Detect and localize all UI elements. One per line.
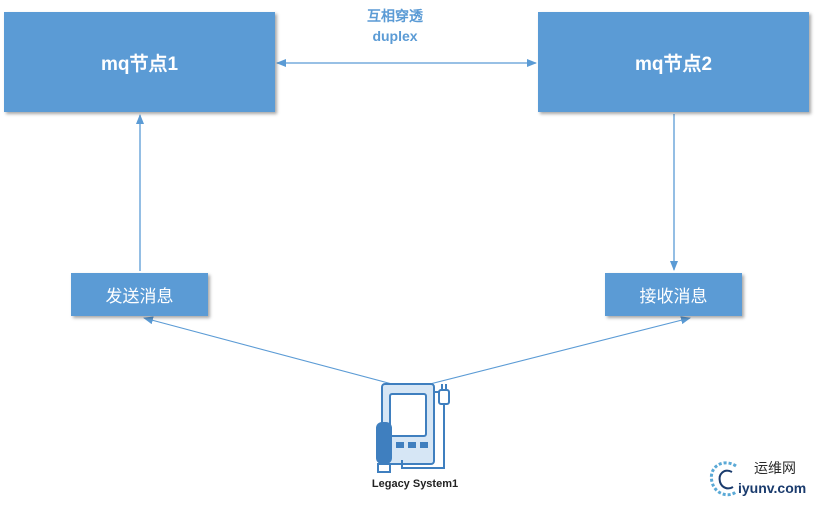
watermark-en-text: iyunv.com [738, 480, 807, 496]
send-message-label: 发送消息 [105, 287, 174, 306]
legacy-to-receive-arrow [429, 316, 691, 385]
legacy-system-label: Legacy System1 [371, 478, 459, 490]
mq-node-2-label: mq节点2 [634, 53, 713, 75]
legacy-device-icon [376, 383, 450, 473]
duplex-label-en: duplex [372, 28, 418, 44]
receive-message-box[interactable]: 接收消息 [605, 273, 742, 316]
legacy-to-send-arrow [143, 316, 393, 385]
mq-node-1[interactable]: mq节点1 [4, 12, 275, 112]
duplex-label-cn: 互相穿透 [367, 8, 423, 24]
receive-message-label: 接收消息 [639, 287, 708, 306]
mq-node-1-label: mq节点1 [100, 53, 179, 75]
watermark-logo [709, 461, 737, 497]
watermark: 运维网 iyunv.com [706, 456, 815, 502]
watermark-cn-text: 运维网 [754, 460, 796, 476]
send-message-box[interactable]: 发送消息 [71, 273, 208, 316]
mq-node-2[interactable]: mq节点2 [538, 12, 809, 112]
